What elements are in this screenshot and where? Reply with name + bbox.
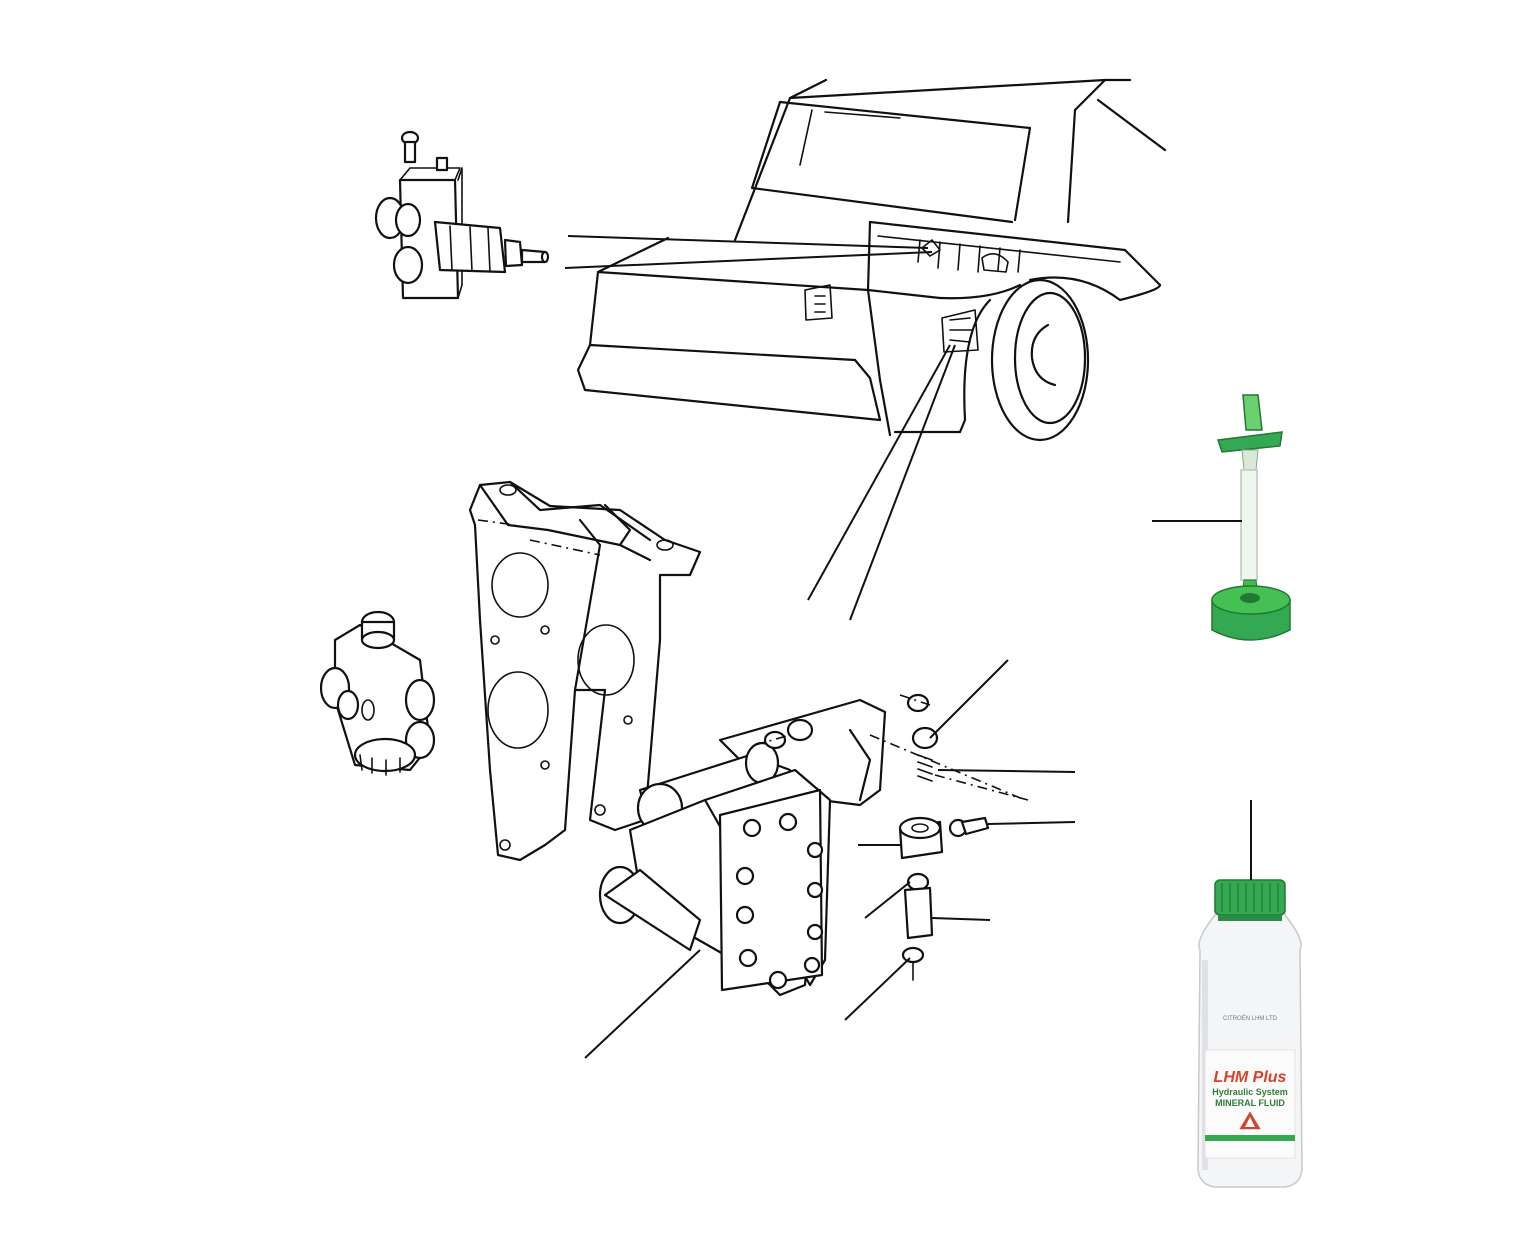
brake-pressure-valve [374, 130, 550, 300]
fill-funnel [1211, 394, 1291, 641]
bottle-brand-label: LHM Plus [1214, 1069, 1287, 1086]
bleed-fittings [898, 726, 990, 981]
mounting-bracket [468, 480, 702, 862]
bottle-line1-label: Hydraulic System [1212, 1087, 1288, 1097]
car-illustration [576, 78, 1167, 442]
hydraulic-block [319, 610, 436, 776]
lhm-plus-bottle: CITROËN LHM LTD [1197, 879, 1303, 1188]
bottle-line2-label: MINERAL FLUID [1215, 1098, 1285, 1108]
svg-text:CITROËN LHM LTD: CITROËN LHM LTD [1223, 1015, 1278, 1022]
suspension-cylinder-assembly [598, 693, 930, 997]
